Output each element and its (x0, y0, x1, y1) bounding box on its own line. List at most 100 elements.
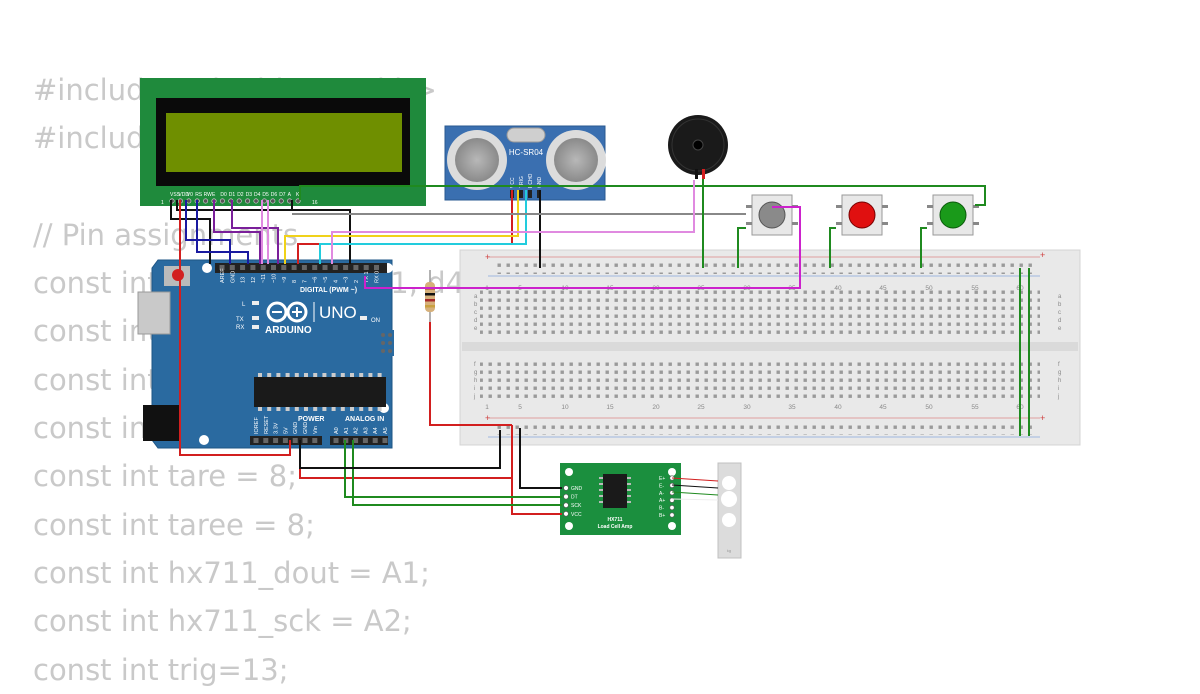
bottom-terminal-strip (480, 358, 1040, 402)
power-pin-label: GND (293, 422, 299, 434)
load-cell-label: kg (727, 548, 731, 553)
digital-pin[interactable] (219, 265, 225, 270)
hx711-pin-label: DT (571, 495, 578, 501)
digital-pin[interactable] (332, 265, 338, 270)
lcd-pin[interactable] (253, 198, 259, 204)
us-pin[interactable] (519, 190, 523, 198)
board-model: UNO (319, 303, 357, 322)
us-pin-label: VCC (510, 177, 516, 188)
hx711-pin[interactable] (669, 512, 675, 518)
digital-pin[interactable] (260, 265, 266, 270)
analog-pin[interactable] (362, 438, 368, 443)
hx711-pin-label: B+ (659, 513, 665, 519)
us-pin-label: ECHO (528, 173, 534, 188)
row-letter: g (1058, 370, 1061, 376)
hx711-pin[interactable] (563, 493, 569, 500)
column-number: 5 (518, 404, 522, 411)
lcd-pin[interactable] (219, 198, 225, 204)
row-letter: d (1058, 318, 1061, 324)
hx711-pin-label: E- (659, 483, 664, 489)
hx711-pin-label: B- (659, 506, 664, 512)
power-pin[interactable] (263, 438, 269, 443)
wire-cell-green (671, 491, 719, 496)
us-pin[interactable] (528, 190, 532, 198)
rail-plus-top-right: + (1040, 250, 1045, 260)
power-pin-label: 3.3V (274, 422, 280, 434)
digital-pin[interactable] (343, 265, 349, 270)
lcd-pin-label: E (212, 192, 216, 198)
power-pin[interactable] (312, 438, 318, 443)
row-letter: c (474, 310, 477, 316)
column-number: 15 (606, 404, 614, 411)
hx711-pin-label: SCK (571, 503, 582, 509)
hx711-pin[interactable] (669, 490, 675, 496)
digital-pin[interactable] (281, 265, 287, 270)
hx711-module: HX711 Load Cell Amp GNDDTSCKVCCE+E-A-A+B… (560, 463, 681, 535)
rail-plus-bottom-right: + (1040, 413, 1045, 423)
lcd-pin-label: VSS (170, 192, 181, 198)
row-letter: h (1058, 378, 1061, 384)
lcd-pin[interactable] (270, 198, 276, 204)
hx711-subtitle: Load Cell Amp (598, 524, 633, 530)
on-led-label: ON (371, 318, 380, 324)
digital-pin-label: 7 (302, 280, 308, 283)
power-pin[interactable] (253, 438, 259, 443)
infinity-logo-icon (266, 301, 308, 323)
digital-pin[interactable] (363, 265, 369, 270)
row-letter: j (473, 394, 475, 400)
analog-pin[interactable] (353, 438, 359, 443)
digital-pin[interactable] (291, 265, 297, 270)
digital-pin[interactable] (312, 265, 318, 270)
hx711-title: HX711 (607, 517, 622, 523)
power-label: POWER (298, 416, 324, 423)
analog-pin[interactable] (333, 438, 339, 443)
hx711-pin[interactable] (669, 505, 675, 511)
digital-pin[interactable] (322, 265, 328, 270)
wire-buzzer (331, 180, 695, 264)
lcd-pin[interactable] (203, 198, 209, 204)
push-button-red[interactable] (836, 194, 888, 236)
digital-pin-label: 8 (292, 280, 298, 283)
power-pin[interactable] (292, 438, 298, 443)
row-letter: e (474, 326, 478, 332)
column-number: 30 (743, 404, 751, 411)
reset-button[interactable] (172, 269, 184, 281)
digital-pin[interactable] (374, 265, 379, 270)
wire-cell-black (671, 484, 719, 489)
power-pin[interactable] (302, 438, 308, 443)
digital-pin[interactable] (353, 265, 359, 270)
hx711-pin[interactable] (563, 485, 569, 491)
digital-pin[interactable] (240, 265, 246, 270)
microcontroller-chip (254, 377, 386, 407)
lcd-pin-label: V0 (187, 192, 193, 198)
lcd-pin-label: D6 (271, 192, 278, 198)
hx711-pin[interactable] (563, 511, 569, 517)
load-cell: kg (717, 462, 742, 559)
top-power-rail (497, 259, 1037, 274)
analog-pin-label: A4 (373, 427, 379, 434)
analog-pin[interactable] (372, 438, 378, 443)
analog-pin[interactable] (382, 438, 388, 443)
code-line: const int trig=13; (33, 652, 289, 687)
lcd-pin[interactable] (236, 198, 242, 204)
digital-pin[interactable] (229, 265, 235, 270)
row-letter: i (1058, 386, 1059, 392)
lcd-pin-first: 1 (161, 200, 164, 206)
push-button-green[interactable] (927, 194, 979, 236)
digital-pin[interactable] (250, 265, 256, 270)
digital-pin-label: 4 (333, 280, 339, 283)
push-button-gray[interactable] (746, 194, 798, 236)
hx711-pin[interactable] (563, 502, 569, 508)
digital-pin[interactable] (301, 265, 307, 270)
power-pin[interactable] (273, 438, 279, 443)
row-letter: a (1058, 294, 1062, 300)
power-pin[interactable] (282, 438, 288, 443)
lcd-pin-label: VDD (178, 192, 189, 198)
lcd-pin[interactable] (186, 198, 192, 204)
lcd-pin[interactable] (245, 198, 251, 204)
digital-pin[interactable] (271, 265, 276, 270)
row-letter: f (1058, 362, 1060, 368)
wires (170, 179, 1030, 515)
lcd-pin[interactable] (278, 198, 284, 204)
